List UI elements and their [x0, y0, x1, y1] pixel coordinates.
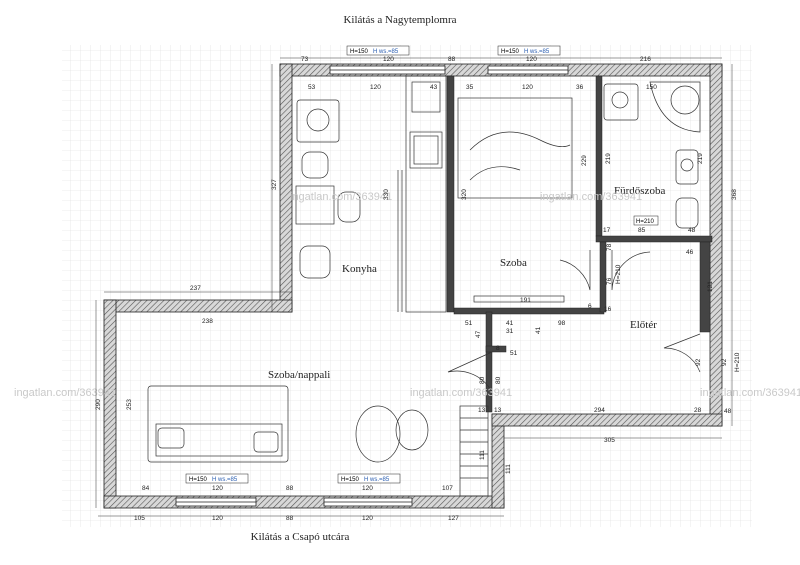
dim-label: 120 [383, 56, 394, 63]
dim-label: 238 [202, 318, 213, 325]
dim-label: 219 [697, 153, 704, 164]
dim-label: 120 [522, 84, 533, 91]
dim-label: 120 [212, 485, 223, 492]
room-label-bedroom: Szoba [500, 257, 527, 269]
window-height-tag: H=150 [350, 49, 369, 55]
doors [447, 250, 701, 393]
top-view-caption: Kilátás a Nagytemplomra [343, 14, 457, 26]
dim-label: 88 [286, 485, 294, 492]
dim-label: 8 [496, 345, 500, 352]
dim-label: 51 [465, 320, 473, 327]
kitchen-furniture [295, 75, 447, 313]
dimension-labels: 73 120 88 120 216 53 120 43 35 120 36 15… [95, 56, 741, 522]
dim-label: 76 [606, 277, 613, 285]
windows [175, 65, 569, 507]
dim-label: 237 [190, 285, 201, 292]
dim-label: 120 [212, 515, 223, 522]
window-height-tag: H=150 [341, 477, 360, 483]
dim-label: 120 [362, 515, 373, 522]
room-label-kitchen: Konyha [342, 263, 377, 275]
dim-label: 17 [603, 227, 611, 234]
dim-label: 35 [466, 84, 474, 91]
window-sill-tag: H ws.=85 [212, 477, 238, 483]
dim-label: 294 [594, 407, 605, 414]
dim-label: 120 [526, 56, 537, 63]
dim-label: 98 [558, 320, 566, 327]
dim-label: 111 [505, 464, 512, 474]
dim-label: 13 [478, 407, 486, 414]
watermark: ingatlan.com/363941 [540, 191, 642, 203]
dim-label: 107 [442, 485, 453, 492]
dim-label: 78 [606, 243, 613, 251]
door-height-tag: H=210 [636, 219, 655, 225]
watermark: ingatlan.com/363941 [14, 387, 116, 399]
dim-label: 88 [286, 515, 294, 522]
dim-label: 47 [475, 330, 482, 338]
watermark: ingatlan.com/363941 [700, 387, 800, 399]
window-sill-tag: H ws.=85 [373, 49, 399, 55]
dim-label: 16 [604, 306, 612, 313]
door-height-tag: H=210 [734, 352, 741, 372]
dim-label: 73 [301, 56, 309, 63]
dim-label: 120 [362, 485, 373, 492]
dim-label: 216 [640, 56, 651, 63]
dim-label: 327 [271, 179, 278, 190]
bottom-view-caption: Kilátás a Csapó utcára [250, 531, 350, 543]
bedroom-furniture [457, 97, 573, 303]
dim-label: 13 [494, 407, 502, 414]
dim-label: 85 [638, 227, 646, 234]
dim-label: 219 [605, 153, 612, 164]
dimension-lines [95, 57, 733, 517]
dim-label: 368 [731, 189, 738, 200]
dim-label: 120 [370, 84, 381, 91]
dim-label: 253 [126, 399, 133, 410]
dim-label: 330 [383, 189, 390, 200]
grid-background [62, 45, 752, 527]
dim-label: 305 [604, 437, 615, 444]
window-height-tag: H=150 [501, 49, 520, 55]
dim-label: 290 [95, 399, 102, 410]
dim-label: 80 [495, 376, 502, 384]
watermark: ingatlan.com/363941 [290, 191, 392, 203]
dim-label: 191 [520, 297, 531, 304]
dim-label: 31 [506, 328, 514, 335]
dim-label: 36 [576, 84, 584, 91]
window-sill-tag: H ws.=85 [364, 477, 390, 483]
living-furniture [147, 385, 489, 497]
room-label-hall: Előtér [630, 319, 657, 331]
dim-label: 6 [588, 303, 592, 310]
dim-label: 229 [581, 155, 588, 166]
dim-label: 28 [694, 407, 702, 414]
dim-label: 92 [695, 358, 702, 366]
dim-label: 41 [506, 320, 514, 327]
watermark: ingatlan.com/363941 [410, 387, 512, 399]
dim-label: 121 [707, 281, 714, 292]
dim-label: 84 [142, 485, 150, 492]
dim-label: 48 [688, 227, 696, 234]
dim-label: 105 [134, 515, 145, 522]
dim-label: 80 [479, 376, 486, 384]
dim-label: 127 [448, 515, 459, 522]
room-label-living: Szoba/nappali [268, 369, 330, 381]
dim-label: 150 [646, 84, 657, 91]
dim-label: H=210 [615, 264, 622, 284]
dim-label: 111 [479, 450, 486, 460]
dim-label: 43 [430, 84, 438, 91]
dim-label: 92 [721, 358, 728, 366]
dim-label: 48 [724, 408, 732, 415]
window-tags: H=150 H ws.=85 H=150 H ws.=85 H=150 H ws… [185, 45, 659, 484]
room-label-bathroom: Fürdőszoba [614, 185, 665, 197]
bathroom-furniture [603, 81, 701, 229]
dim-label: 53 [308, 84, 316, 91]
dim-label: 320 [461, 189, 468, 200]
dim-label: 46 [686, 249, 694, 256]
window-sill-tag: H ws.=85 [524, 49, 550, 55]
window-height-tag: H=150 [189, 477, 208, 483]
dim-label: 51 [510, 350, 518, 357]
inner-walls [446, 75, 713, 413]
dim-label: 88 [448, 56, 456, 63]
dim-label: 41 [535, 326, 542, 334]
